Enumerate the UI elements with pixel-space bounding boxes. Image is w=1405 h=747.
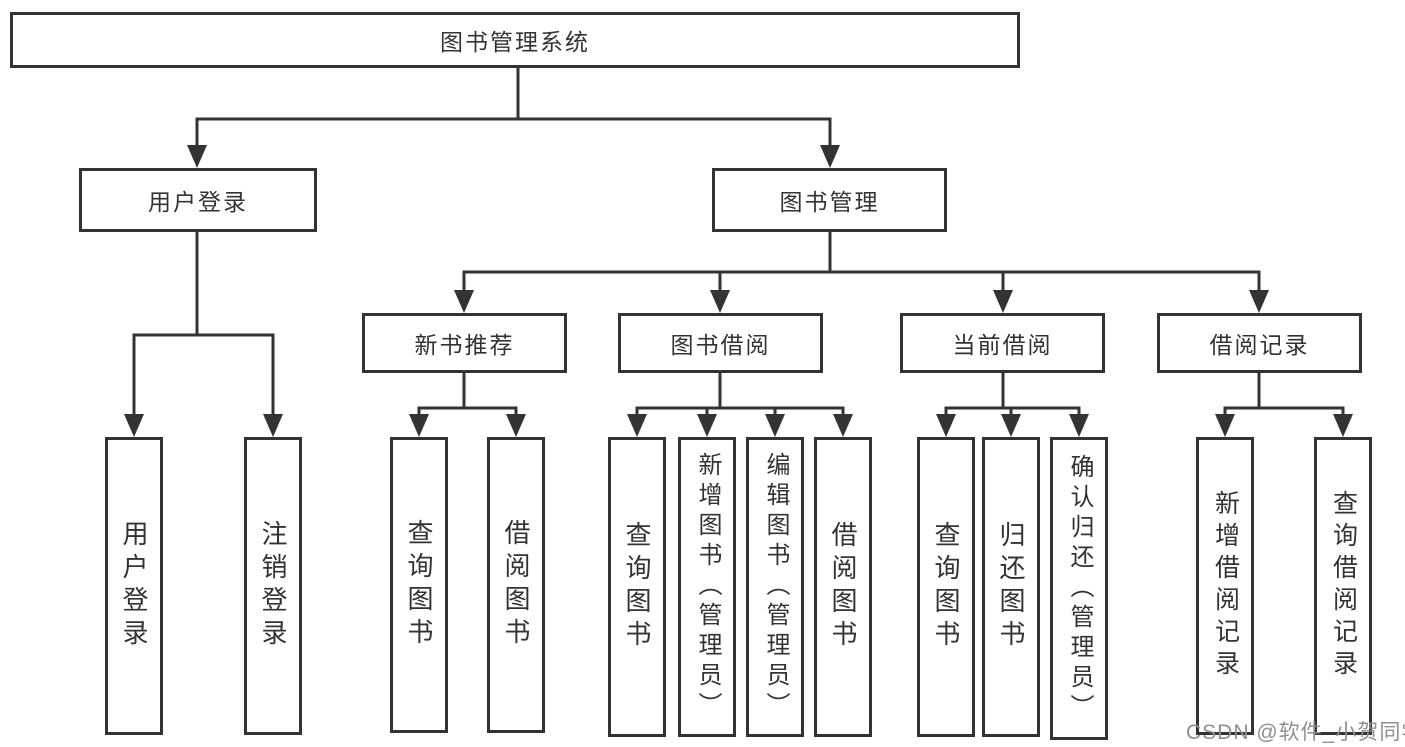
node-current-borrowing: 当前借阅: [900, 313, 1105, 373]
leaf-user-login: 用户登录: [105, 437, 163, 735]
leaf-confirm-return-admin: 确认归还（管理员）: [1050, 437, 1108, 740]
leaf-query-books-recommend: 查询图书: [390, 437, 448, 733]
node-new-book-recommend: 新书推荐: [362, 313, 567, 373]
leaf-edit-book-admin: 编辑图书（管理员）: [746, 437, 804, 737]
node-library-management-system: 图书管理系统: [10, 12, 1020, 68]
leaf-query-borrow-record: 查询借阅记录: [1314, 437, 1372, 735]
leaf-borrow-books: 借阅图书: [814, 437, 872, 737]
leaf-borrow-books-recommend: 借阅图书: [487, 437, 545, 733]
leaf-query-books-current: 查询图书: [917, 437, 975, 737]
node-user-login-branch: 用户登录: [79, 168, 317, 232]
leaf-add-book-admin: 新增图书（管理员）: [678, 437, 736, 737]
leaf-return-book: 归还图书: [982, 437, 1040, 737]
leaf-logout: 注销登录: [244, 437, 302, 735]
node-book-borrowing: 图书借阅: [618, 313, 823, 373]
watermark: CSDN @软件_小贺同学: [1186, 721, 1405, 744]
node-borrowing-records: 借阅记录: [1157, 313, 1362, 373]
connector-path: [132, 66, 1345, 416]
leaf-query-books-borrow: 查询图书: [608, 437, 666, 737]
leaf-add-borrow-record: 新增借阅记录: [1196, 437, 1254, 735]
node-book-management-branch: 图书管理: [712, 168, 947, 232]
